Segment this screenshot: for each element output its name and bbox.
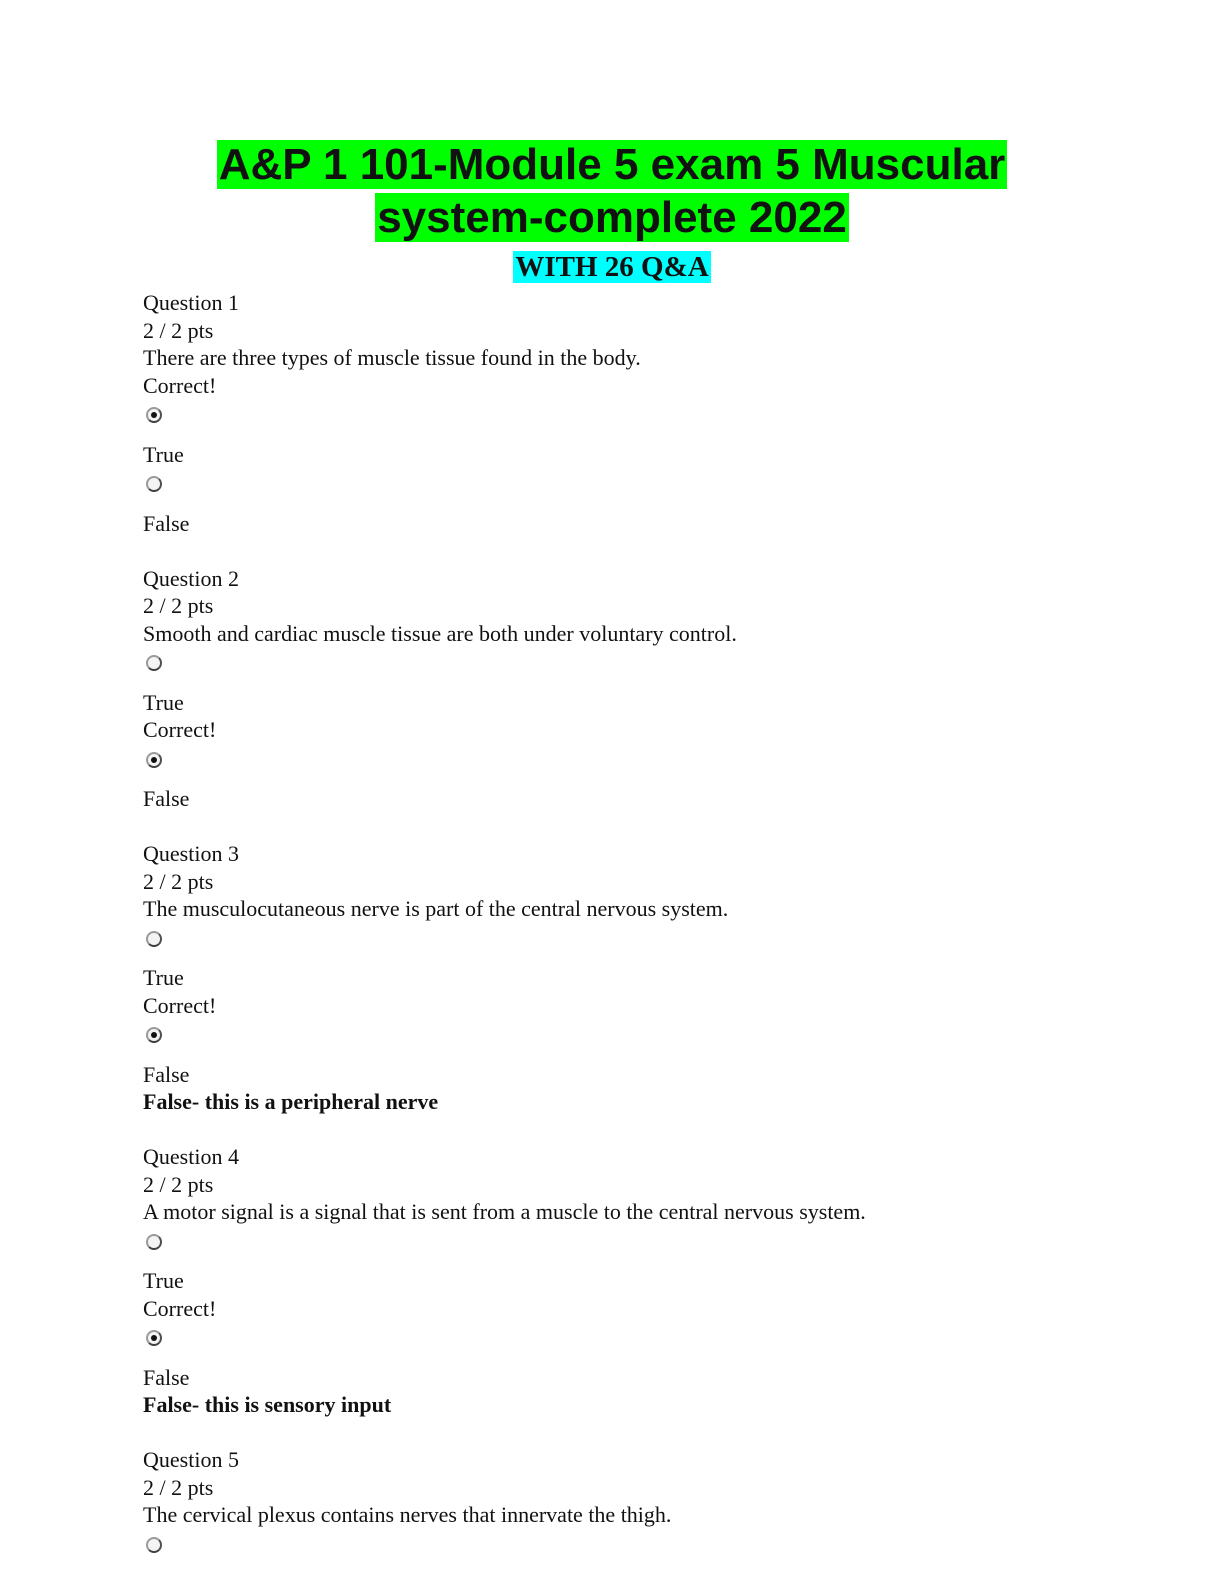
answer-note: False- this is a peripheral nerve	[143, 1089, 439, 1114]
question-label: Question 4	[143, 1144, 239, 1169]
radio-true[interactable]	[146, 930, 162, 947]
radio-false-selected[interactable]	[146, 1330, 162, 1346]
radio-false-selected[interactable]	[146, 1027, 162, 1043]
option-true: True	[143, 965, 184, 990]
radio-true[interactable]	[146, 655, 162, 671]
question-label: Question 1	[143, 290, 239, 315]
radio-option[interactable]	[146, 1536, 162, 1553]
radio-true[interactable]	[146, 1233, 162, 1250]
answer-note: False- this is sensory input	[143, 1392, 392, 1417]
question-label: Question 5	[143, 1447, 239, 1472]
title-line-2: system-complete 2022	[375, 193, 849, 242]
question-points: 2 / 2 pts	[143, 1474, 214, 1500]
correct-label: Correct!	[143, 717, 217, 742]
subtitle: WITH 26 Q&A	[513, 251, 711, 283]
option-false: False	[143, 1364, 190, 1390]
question-label: Question 3	[143, 841, 239, 866]
question-text: The musculocutaneous nerve is part of th…	[143, 896, 729, 921]
title-line-1: A&P 1 101-Module 5 exam 5 Muscular	[216, 140, 1008, 189]
question-points: 2 / 2 pts	[143, 317, 214, 343]
question-points: 2 / 2 pts	[143, 1171, 214, 1197]
question-5: Question 5 2 / 2 pts The cervical plexus…	[143, 1446, 1143, 1570]
radio-true-selected[interactable]	[146, 407, 162, 423]
question-text: A motor signal is a signal that is sent …	[143, 1199, 866, 1224]
option-true: True	[143, 1268, 184, 1293]
question-3: Question 3 2 / 2 pts The musculocutaneou…	[143, 840, 1143, 1116]
question-1: Question 1 2 / 2 pts There are three typ…	[143, 289, 1143, 537]
question-label: Question 2	[143, 565, 239, 591]
option-true: True	[143, 441, 184, 467]
correct-label: Correct!	[143, 1295, 217, 1321]
correct-label: Correct!	[143, 372, 217, 398]
option-false: False	[143, 510, 190, 536]
radio-false[interactable]	[146, 476, 162, 492]
correct-label: Correct!	[143, 992, 217, 1018]
question-points: 2 / 2 pts	[143, 868, 214, 894]
question-4: Question 4 2 / 2 pts A motor signal is a…	[143, 1143, 1143, 1419]
option-true: True	[143, 689, 184, 715]
question-text: The cervical plexus contains nerves that…	[143, 1502, 672, 1527]
option-false: False	[143, 786, 190, 811]
question-points: 2 / 2 pts	[143, 593, 214, 618]
document-body: Question 1 2 / 2 pts There are three typ…	[143, 289, 1143, 1570]
question-2: Question 2 2 / 2 pts Smooth and cardiac …	[143, 565, 1143, 813]
question-text: There are three types of muscle tissue f…	[143, 345, 641, 370]
question-text: Smooth and cardiac muscle tissue are bot…	[143, 620, 737, 646]
radio-false-selected[interactable]	[146, 751, 162, 768]
option-false: False	[143, 1061, 190, 1087]
